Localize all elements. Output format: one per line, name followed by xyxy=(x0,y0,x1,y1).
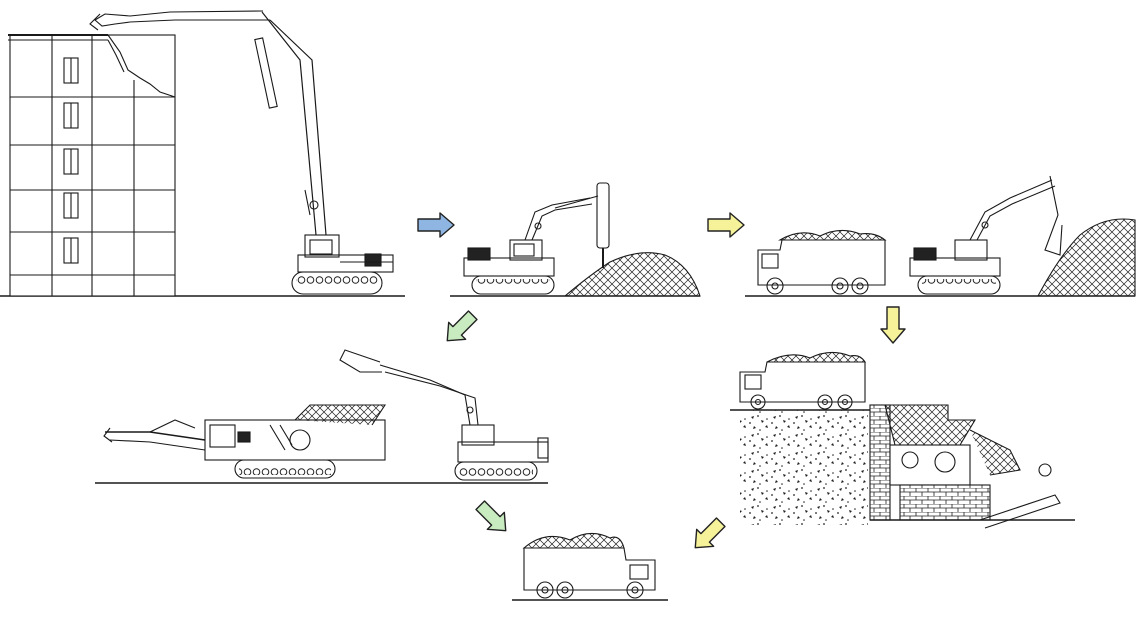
rubble-pile xyxy=(1037,218,1136,297)
high-reach-excavator xyxy=(89,10,394,295)
plant-foundation xyxy=(869,404,891,521)
flow-arrow-down-right xyxy=(475,500,507,532)
dump-truck-unloading xyxy=(739,351,866,410)
stage-recycled-aggregate-truck xyxy=(512,532,668,601)
stage-high-reach-demolition xyxy=(0,10,405,297)
flow-arrow-down xyxy=(880,306,906,344)
dump-truck-final xyxy=(522,532,656,599)
flow-arrow-down-left xyxy=(446,310,478,342)
apartment-building xyxy=(8,34,176,297)
flow-arrow-down-left xyxy=(694,517,726,549)
flow-arrow-right xyxy=(707,212,745,238)
dump-truck-loaded xyxy=(757,229,887,295)
flow-arrow-right xyxy=(417,212,455,238)
breaker-excavator xyxy=(463,182,610,295)
feeding-excavator xyxy=(339,349,549,481)
stockpile-rubble xyxy=(740,410,868,525)
loading-excavator xyxy=(909,175,1063,295)
mobile-crusher xyxy=(103,404,387,479)
stage-loading-debris-to-truck xyxy=(745,175,1136,297)
crushing-plant xyxy=(884,404,1061,529)
stage-breaking-and-sorting xyxy=(450,182,701,297)
stage-mobile-crusher-processing xyxy=(95,349,549,484)
stage-stationary-crushing-plant xyxy=(730,351,1075,529)
rubble-pile xyxy=(563,252,701,297)
